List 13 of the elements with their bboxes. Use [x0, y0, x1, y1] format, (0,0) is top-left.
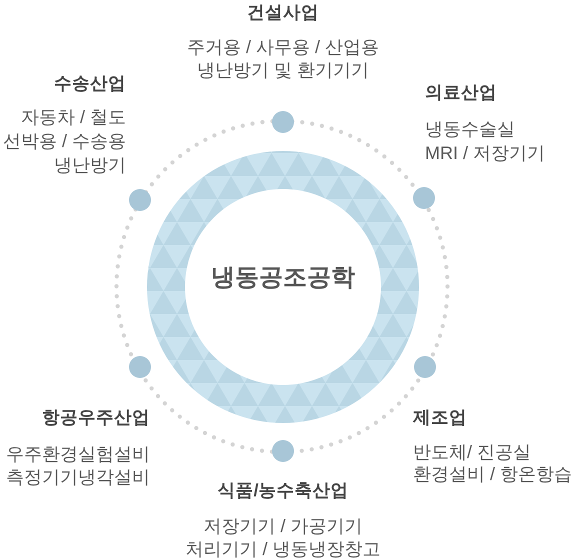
category-description: 저장기기 / 가공기기 처리기기 / 냉동냉장창고	[184, 514, 382, 560]
category-description: 주거용 / 사무용 / 산업용 냉난방기 및 환기기기	[186, 36, 380, 82]
category-heading: 건설사업	[247, 0, 319, 24]
category-description: 자동차 / 철도 선박용 / 수송용 냉난방기	[2, 106, 126, 177]
category-heading: 제조업	[413, 406, 467, 428]
category-description: 우주환경실험설비 측정기기냉각설비	[5, 442, 150, 488]
category-description: 반도체/ 진공실 환경설비 / 항온항습	[413, 441, 574, 485]
category-description: 냉동수술실 MRI / 저장기기	[425, 118, 546, 165]
category-heading: 식품/농수축산업	[218, 478, 348, 502]
category-heading: 수송산업	[54, 72, 126, 94]
center-title: 냉동공조공학	[211, 263, 355, 293]
category-heading: 항공우주산업	[42, 406, 150, 428]
category-heading: 의료산업	[425, 80, 497, 104]
